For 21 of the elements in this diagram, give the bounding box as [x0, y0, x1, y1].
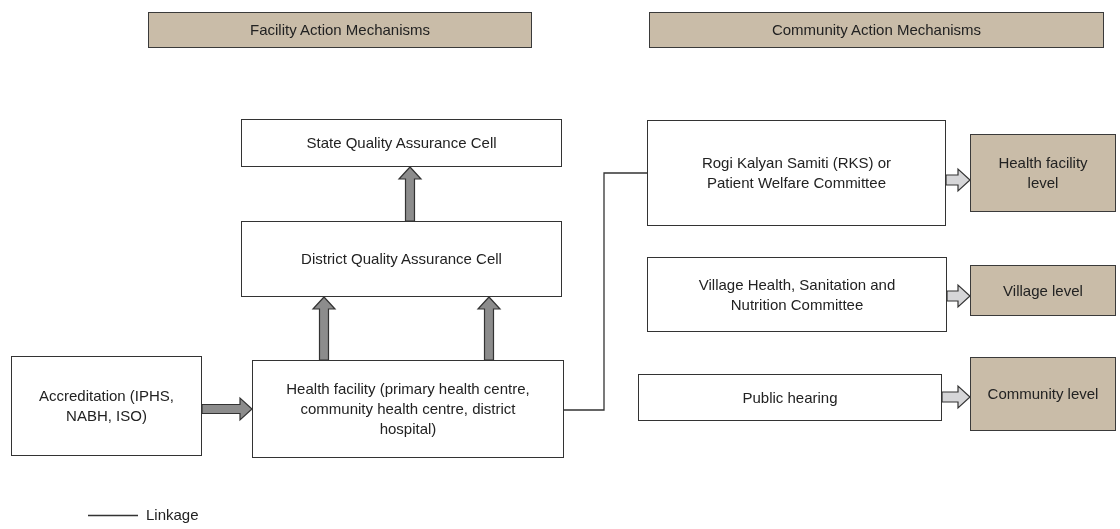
- block-arrow: [476, 296, 502, 361]
- block-arrow: [946, 283, 971, 309]
- block-arrow: [397, 166, 423, 222]
- process-box: State Quality Assurance Cell: [241, 119, 562, 167]
- linkage-line: [563, 172, 648, 411]
- process-box: Village Health, Sanitation and Nutrition Committee: [647, 257, 947, 332]
- level-box: Health facility level: [970, 134, 1116, 212]
- block-arrow: [941, 384, 971, 410]
- block-arrow: [311, 296, 337, 361]
- level-box: Village level: [970, 265, 1116, 316]
- process-box: Public hearing: [638, 374, 942, 421]
- legend-label: Linkage: [146, 505, 199, 525]
- process-box: District Quality Assurance Cell: [241, 221, 562, 297]
- section-header: Community Action Mechanisms: [649, 12, 1104, 48]
- process-box: Rogi Kalyan Samiti (RKS) or Patient Welfare Committee: [647, 120, 946, 226]
- level-box: Community level: [970, 357, 1116, 431]
- process-box: Accreditation (IPHS, NABH, ISO): [11, 356, 202, 456]
- section-header: Facility Action Mechanisms: [148, 12, 532, 48]
- block-arrow: [945, 167, 971, 193]
- process-box: Health facility (primary health centre, community health centre, district hospital): [252, 360, 564, 458]
- block-arrow: [201, 396, 253, 422]
